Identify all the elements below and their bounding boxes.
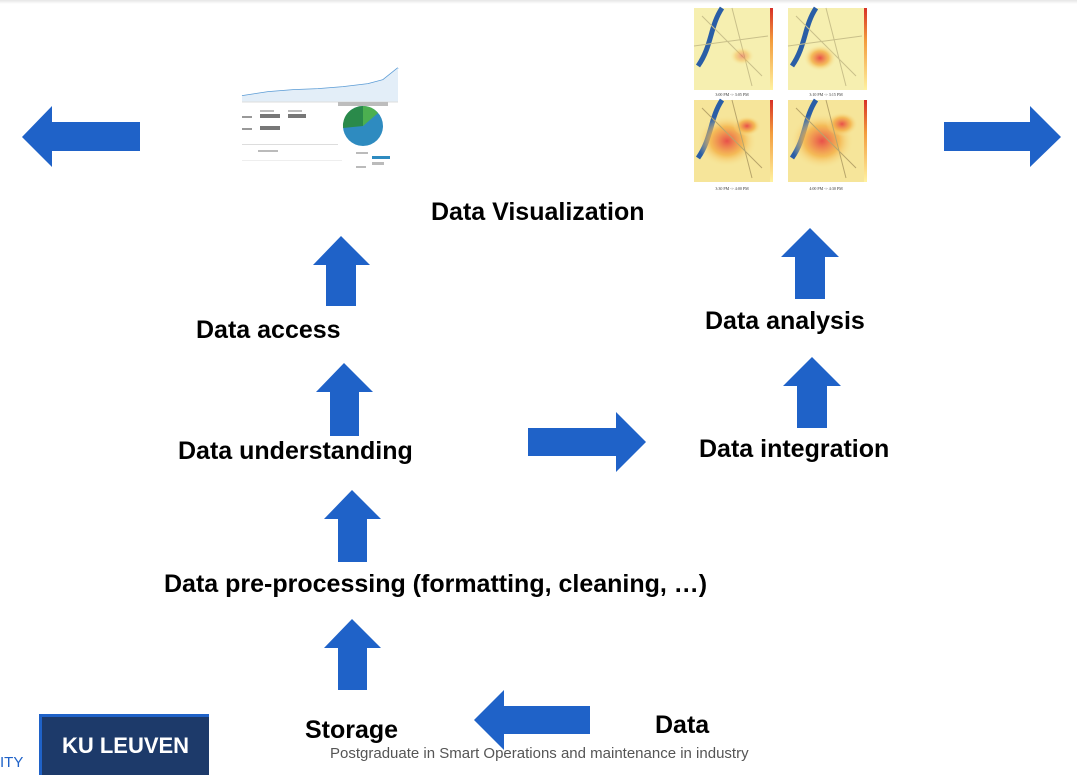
- heatmap-caption-1: 3:00 PM -> 3:05 PM: [715, 92, 749, 97]
- heatmap-caption-2: 3:10 PM -> 3:15 PM: [809, 92, 843, 97]
- label-data: Data: [655, 711, 710, 739]
- label-data-understanding: Data understanding: [178, 437, 413, 465]
- label-data-preprocessing: Data pre-processing (formatting, cleanin…: [164, 570, 708, 598]
- logo-text: KU LEUVEN: [42, 717, 209, 775]
- heatmap-caption-4: 4:00 PM -> 4:30 PM: [809, 186, 843, 191]
- dashboard-thumbnail: [238, 62, 406, 174]
- label-data-analysis: Data analysis: [705, 307, 865, 335]
- label-storage: Storage: [305, 716, 399, 744]
- heatmap-panel-2: [787, 6, 867, 90]
- heatmap-panel-1: [693, 6, 773, 90]
- label-data-access: Data access: [196, 316, 341, 344]
- ku-leuven-logo: KU LEUVEN: [39, 714, 209, 775]
- course-footer: Postgraduate in Smart Operations and mai…: [330, 745, 749, 762]
- label-data-visualization: Data Visualization: [431, 198, 645, 226]
- label-data-integration: Data integration: [699, 435, 890, 463]
- heatmap-panel-4: [788, 98, 867, 182]
- heatmap-thumbnail: 3:00 PM -> 3:05 PM 3:10 PM -> 3:15 PM 3:…: [693, 6, 867, 191]
- heatmap-caption-3: 3:30 PM -> 4:00 PM: [715, 186, 749, 191]
- top-border: [0, 0, 1077, 4]
- heatmap-panel-3: [694, 98, 773, 182]
- university-name-fragment: ITY: [0, 754, 24, 771]
